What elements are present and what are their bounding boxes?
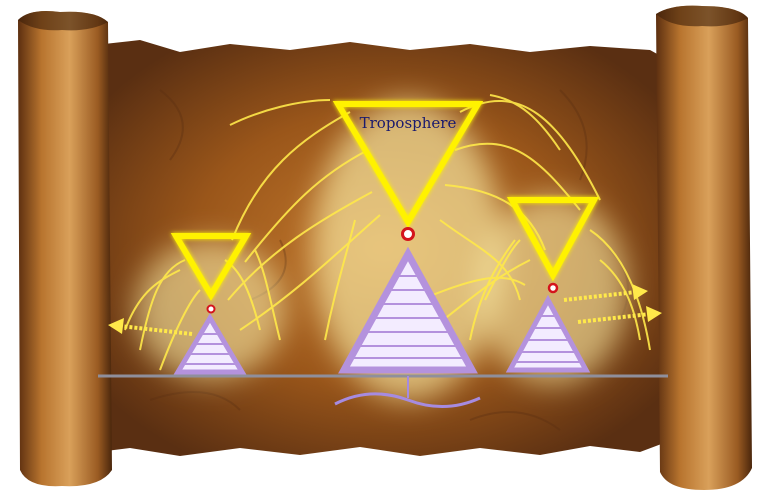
scroll-roll-right bbox=[656, 6, 752, 490]
ring-node-icon bbox=[549, 284, 557, 292]
troposphere-label: Troposphere bbox=[360, 114, 457, 132]
ring-node-icon bbox=[403, 229, 414, 240]
ring-node-icon bbox=[208, 306, 215, 313]
scroll-roll-left bbox=[18, 11, 112, 486]
